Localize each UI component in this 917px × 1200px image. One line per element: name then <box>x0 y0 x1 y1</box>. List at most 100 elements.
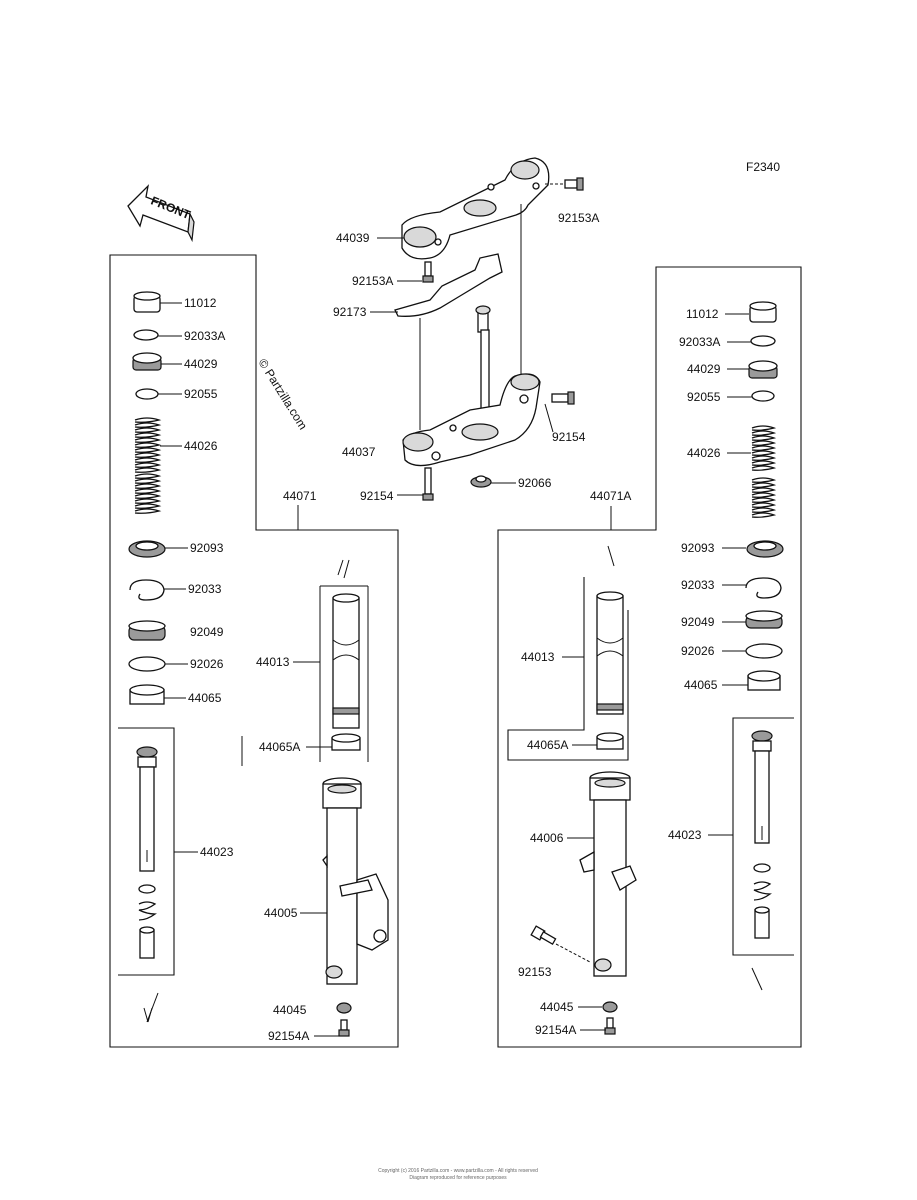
label-left-44013: 44013 <box>256 655 290 669</box>
right-assembly-frame <box>497 266 802 1048</box>
left-clip-92033 <box>129 579 165 601</box>
label-44037: 44037 <box>342 445 376 459</box>
label-left-92026: 92026 <box>190 657 224 671</box>
left-spring-44026 <box>134 417 162 514</box>
label-right-92026: 92026 <box>681 644 715 658</box>
label-left-44065: 44065 <box>188 691 222 705</box>
left-bolt-92154A <box>338 1019 350 1037</box>
label-right-44026: 44026 <box>687 446 721 460</box>
right-bolt-92154A <box>604 1017 616 1035</box>
right-washer-44045 <box>602 1001 618 1013</box>
label-left-44029: 44029 <box>184 357 218 371</box>
left-seal-92049 <box>128 620 166 641</box>
label-right-44065A: 44065A <box>527 738 568 752</box>
footer-line-1: Copyright (c) 2016 Partzilla.com - www.p… <box>378 1168 538 1174</box>
left-washer-92026 <box>128 656 166 672</box>
label-right-92154A: 92154A <box>535 1023 576 1037</box>
label-right-44013: 44013 <box>521 650 555 664</box>
left-oring-92033A <box>133 329 159 341</box>
part-labels: 44039 92153A 92153A 92173 44037 92154 92… <box>184 211 721 1043</box>
right-spring-44026 <box>751 425 777 518</box>
footer-line-2: Diagram reproduced for reference purpose… <box>409 1175 507 1181</box>
label-right-92033: 92033 <box>681 578 715 592</box>
right-small-spring <box>753 881 772 901</box>
right-bolt-92153 <box>530 925 591 963</box>
right-bushing-44065A <box>596 732 624 750</box>
right-clip-92033 <box>745 577 782 599</box>
label-right-92049: 92049 <box>681 615 715 629</box>
label-right-92153: 92153 <box>518 965 552 979</box>
bolt-92153A-top <box>545 177 584 191</box>
label-left-92154A: 92154A <box>268 1029 309 1043</box>
label-right-44071A: 44071A <box>590 489 631 503</box>
left-small-spring <box>138 901 157 921</box>
label-left-92049: 92049 <box>190 625 224 639</box>
right-cap-11012 <box>749 301 777 323</box>
label-left-44026: 44026 <box>184 439 218 453</box>
left-inner-tube-44013 <box>332 593 360 729</box>
right-rod-44023 <box>751 730 773 844</box>
label-left-92033: 92033 <box>188 582 222 596</box>
left-ring <box>138 884 156 894</box>
right-sleeve <box>754 906 770 939</box>
left-bushing-44065 <box>129 684 165 705</box>
label-left-92055: 92055 <box>184 387 218 401</box>
label-left-44065A: 44065A <box>259 740 300 754</box>
right-outer-tube-44006 <box>579 771 637 977</box>
right-seal-92049 <box>745 610 783 629</box>
label-left-92033A: 92033A <box>184 329 225 343</box>
left-seal-92093 <box>128 540 166 558</box>
label-right-44006: 44006 <box>530 831 564 845</box>
label-right-92055: 92055 <box>687 390 721 404</box>
leader-lines <box>158 237 752 1037</box>
label-right-92093: 92093 <box>681 541 715 555</box>
bolt-92153A-left <box>422 261 434 283</box>
label-92153A-top: 92153A <box>558 211 599 225</box>
label-right-44045: 44045 <box>540 1000 574 1014</box>
left-cap-11012 <box>133 291 161 313</box>
right-inner-tube-frame <box>507 577 629 761</box>
label-right-44023: 44023 <box>668 828 702 842</box>
bolt-92154-left <box>422 467 434 501</box>
label-right-11012: 11012 <box>686 307 719 321</box>
right-washer-92026 <box>745 643 783 659</box>
right-oring-92033A <box>750 335 776 347</box>
left-plug-44029 <box>132 352 162 371</box>
label-left-11012: 11012 <box>184 296 217 310</box>
label-left-44071: 44071 <box>283 489 317 503</box>
bolt-92154-right <box>551 391 575 405</box>
left-rod-44023 <box>136 746 158 872</box>
left-sleeve <box>139 926 155 959</box>
right-ring <box>753 863 771 873</box>
watermark: © Partzilla.com <box>255 356 310 432</box>
label-92154-left: 92154 <box>360 489 394 503</box>
label-right-44029: 44029 <box>687 362 721 376</box>
left-oring-92055 <box>135 388 159 400</box>
right-oring-92055 <box>751 390 775 402</box>
nut-92066 <box>470 475 492 488</box>
label-right-92033A: 92033A <box>679 335 720 349</box>
right-bushing-44065 <box>747 670 781 691</box>
label-92154-right: 92154 <box>552 430 586 444</box>
right-cartridge-frame <box>732 717 794 956</box>
left-outer-tube-44005 <box>322 777 389 985</box>
label-left-44023: 44023 <box>200 845 234 859</box>
label-44039: 44039 <box>336 231 370 245</box>
label-left-92093: 92093 <box>190 541 224 555</box>
label-92173: 92173 <box>333 305 367 319</box>
figure-code: F2340 <box>746 160 780 174</box>
right-seal-92093 <box>746 540 784 558</box>
right-plug-44029 <box>748 360 778 379</box>
left-assembly-frame <box>109 254 399 1048</box>
label-92153A-left: 92153A <box>352 274 393 288</box>
label-left-44005: 44005 <box>264 906 298 920</box>
right-inner-tube-44013 <box>596 591 624 715</box>
under-bracket-stem <box>402 305 541 467</box>
left-bushing-44065A <box>331 733 361 751</box>
label-92066: 92066 <box>518 476 552 490</box>
plate-92173 <box>394 253 503 317</box>
label-left-44045: 44045 <box>273 1003 307 1017</box>
upper-bracket <box>401 157 550 260</box>
front-arrow-icon: FRONT <box>127 184 195 243</box>
